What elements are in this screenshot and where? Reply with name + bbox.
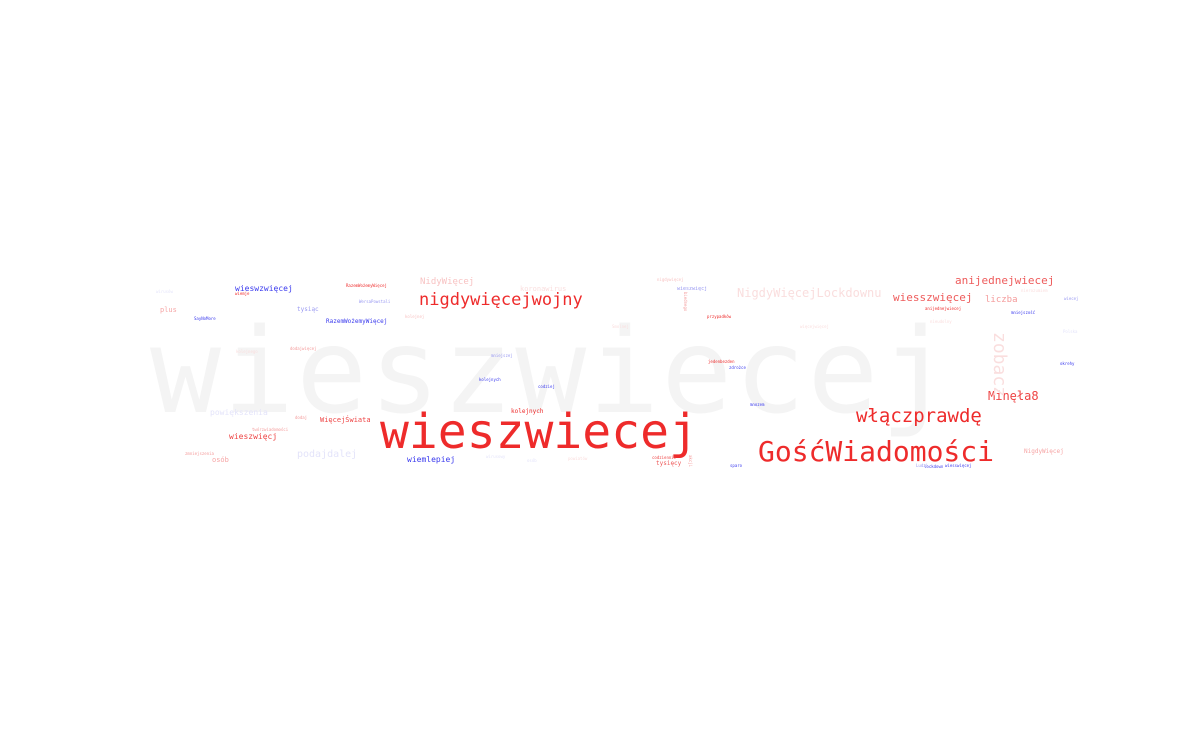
cloud-word: lockdown	[924, 464, 944, 469]
cloud-word: liczba	[985, 295, 1018, 305]
cloud-word: biednego	[683, 292, 688, 312]
cloud-word: tysiąc	[297, 306, 319, 313]
cloud-word: zdrożce	[729, 365, 746, 370]
cloud-word: wiesszwięcej	[893, 291, 973, 304]
cloud-word: powiększenia	[210, 408, 268, 417]
cloud-word: nieudolny	[930, 319, 952, 324]
cloud-word: osób	[527, 458, 537, 463]
cloud-word: kolejnych	[511, 408, 544, 415]
cloud-word: wirusów	[156, 289, 173, 294]
cloud-word: anijednejwiecej	[955, 274, 1055, 287]
cloud-word: mniejszej	[491, 353, 513, 358]
cloud-word: codziennie	[652, 455, 677, 460]
cloud-word: koronawirus	[520, 285, 567, 293]
cloud-word: RazemWożemyWięcej	[326, 318, 388, 325]
cloud-word: SayNoMore	[194, 316, 216, 321]
cloud-word: wiemje	[235, 291, 250, 296]
cloud-word: wiesswięcej	[945, 463, 972, 468]
cloud-word: Ludzi	[916, 463, 929, 468]
cloud-word: NigdyWięcejLockdownu	[737, 286, 882, 300]
cloud-word: RazemWożemyWięcej	[346, 283, 387, 288]
cloud-word: mniejszość	[1011, 310, 1036, 315]
cloud-word: nierozumiem	[1021, 288, 1048, 293]
cloud-word: NidyWięcej	[420, 277, 475, 287]
cloud-word: zobacz	[989, 332, 1010, 398]
cloud-word: nigdywięcejwojny	[419, 290, 583, 310]
cloud-word: jedenbezden	[708, 359, 735, 364]
cloud-word: włączprawdę	[856, 405, 982, 427]
cloud-word: wieszwięcj	[229, 432, 278, 441]
cloud-word: codziej	[538, 384, 555, 389]
cloud-word: dodajwięcej	[290, 346, 317, 351]
cloud-word: zmniejszenia	[185, 451, 214, 456]
cloud-word: Smolnej	[612, 324, 629, 329]
cloud-word: kolejnej	[405, 314, 425, 319]
cloud-word: kolejnego	[236, 349, 258, 354]
cloud-word: twórzwiadomości	[252, 427, 289, 432]
cloud-word: wieszwięcj	[677, 286, 708, 292]
cloud-word: Minęła8	[988, 389, 1039, 403]
cloud-word: mnozem	[750, 402, 765, 407]
cloud-word: akcji	[688, 455, 693, 468]
cloud-word: okrehy	[1060, 361, 1075, 366]
cloud-word: podajdalej	[297, 449, 358, 460]
cloud-word: powiatów	[568, 456, 588, 461]
cloud-word: WięcejŚwiata	[320, 416, 371, 424]
cloud-word: przypadków	[707, 314, 732, 319]
cloud-word: plus	[160, 306, 177, 314]
cloud-word: dodaj	[295, 415, 308, 420]
cloud-word: osób	[212, 456, 229, 464]
ghost-background-word: wieszwiecej	[150, 302, 954, 440]
cloud-word: NigdyWięcej	[1024, 448, 1064, 455]
cloud-word: więcejwięcej	[800, 324, 829, 329]
cloud-word: sparo	[730, 463, 743, 468]
cloud-word: Polska	[1063, 329, 1078, 334]
cloud-word: wirusowy	[486, 454, 506, 459]
cloud-word: wieswzwięcej	[235, 284, 293, 293]
cloud-word: nigdywięcej	[657, 277, 684, 282]
cloud-word: wieszwiecej	[380, 404, 698, 460]
cloud-word: GośćWiadomości	[758, 435, 995, 468]
cloud-word: kolejnych	[479, 377, 501, 382]
cloud-word: WersaPowstali	[359, 299, 391, 304]
cloud-word: wiemlepiej	[407, 455, 456, 464]
cloud-word: anijednejwiecej	[925, 306, 962, 311]
cloud-word: tysięcy	[656, 460, 682, 467]
cloud-word: wiecej	[1064, 296, 1079, 301]
